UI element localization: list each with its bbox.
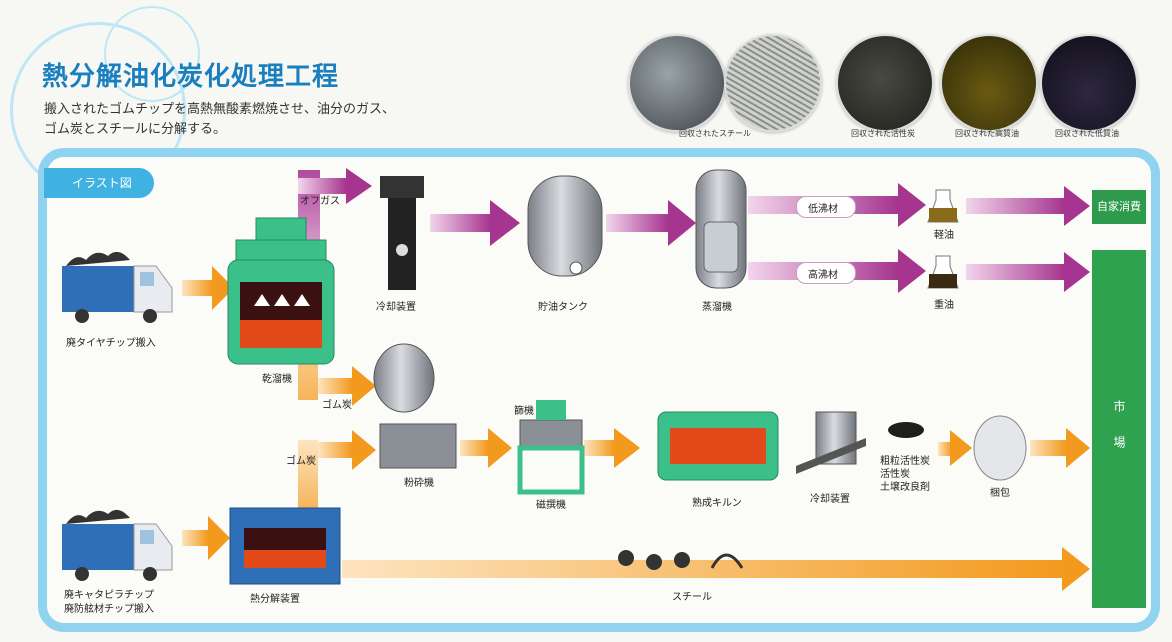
low-boil-bubble xyxy=(796,196,856,218)
gas-arrow xyxy=(966,252,1090,292)
illustration-tab: イラスト図 xyxy=(44,168,154,198)
truck-1 xyxy=(62,251,173,323)
products-line-2: 活性炭 xyxy=(880,469,910,480)
cooler-unit-1 xyxy=(380,176,424,290)
solid-arrow xyxy=(1030,428,1090,468)
solid-arrow xyxy=(938,430,972,466)
pyrolysis-label: 熱分解装置 xyxy=(250,594,300,605)
high-oil-photo xyxy=(940,34,1038,132)
solid-arrow xyxy=(318,366,376,406)
decorative-circle xyxy=(104,6,200,102)
magnetic-separator xyxy=(517,400,585,495)
low-oil-photo xyxy=(1040,34,1138,132)
rubber-carbon-label-2: ゴム炭 xyxy=(286,456,316,467)
own-use-box: 自家消費 xyxy=(1092,190,1146,224)
truck2-label-line2: 廃防舷材チップ搬入 xyxy=(64,604,154,615)
light-oil-flask xyxy=(927,189,959,223)
light-oil-label: 軽油 xyxy=(934,230,954,241)
solid-arrow xyxy=(182,266,234,310)
pack-sack xyxy=(973,415,1027,481)
dryer-label: 乾溜機 xyxy=(262,374,292,385)
heavy-oil-flask xyxy=(927,255,959,289)
distiller-label: 蒸溜機 xyxy=(702,302,732,313)
description-line-2: ゴム炭とスチールに分解する。 xyxy=(44,122,227,137)
solid-arrow xyxy=(584,428,640,468)
offgas-label: オフガス xyxy=(300,196,340,207)
kiln-label: 熟成キルン xyxy=(692,498,742,509)
products-line-1: 粗粒活性炭 xyxy=(880,456,930,467)
high-boil-label: 高沸材 xyxy=(808,270,838,281)
steel-label: スチール xyxy=(672,592,712,603)
crusher-unit xyxy=(373,343,457,469)
market-box: 市 場 xyxy=(1092,250,1146,608)
truck2-label-line1: 廃キャタピラチップ xyxy=(64,590,154,601)
tank-label: 貯油タンク xyxy=(538,302,588,313)
solid-arrow xyxy=(318,430,376,470)
heavy-oil-label: 重油 xyxy=(934,300,954,311)
truck1-label: 廃タイヤチップ搬入 xyxy=(66,338,156,349)
crusher-label: 粉砕機 xyxy=(404,478,434,489)
carbon-photo xyxy=(836,34,934,132)
pyrolysis-unit xyxy=(229,507,341,585)
cooler-unit-2 xyxy=(796,411,866,474)
oil-tank xyxy=(527,175,603,277)
kiln-unit xyxy=(657,411,779,481)
carbon-up xyxy=(298,440,318,510)
high-boil-bubble xyxy=(796,262,856,284)
gas-arrow xyxy=(966,186,1090,226)
wire-photo xyxy=(724,34,822,132)
steel-pieces xyxy=(618,550,744,570)
truck-2 xyxy=(62,509,173,581)
dryer-unit xyxy=(227,217,335,365)
cooler1-label: 冷却装置 xyxy=(376,302,416,313)
carbon-pile xyxy=(888,422,924,438)
gas-arrow xyxy=(606,200,696,246)
solid-arrow xyxy=(460,428,512,468)
page-title: 熱分解油化炭化処理工程 xyxy=(42,62,340,92)
steel-arrow xyxy=(342,547,1090,591)
sieve-label: 篩機 xyxy=(514,406,534,417)
gas-arrow xyxy=(430,200,520,246)
photo-caption-low-oil: 回収された低質油 xyxy=(1055,129,1119,138)
magnet-label: 磁撰機 xyxy=(536,500,566,511)
cooler2-label: 冷却装置 xyxy=(810,494,850,505)
gas-arrow xyxy=(298,168,372,204)
pack-label: 梱包 xyxy=(990,488,1010,499)
solid-arrow xyxy=(182,516,230,560)
photo-caption-carbon: 回収された活性炭 xyxy=(851,129,915,138)
distiller-unit xyxy=(695,169,747,289)
photo-caption-steel: 回収されたスチール xyxy=(679,129,751,138)
rubber-carbon-label-1: ゴム炭 xyxy=(322,400,352,411)
products-line-3: 土壌改良剤 xyxy=(880,482,930,493)
low-boil-label: 低沸材 xyxy=(808,204,838,215)
photo-caption-high-oil: 回収された高質油 xyxy=(955,129,1019,138)
description-line-1: 搬入されたゴムチップを高熱無酸素燃焼させ、油分のガス、 xyxy=(44,102,396,117)
